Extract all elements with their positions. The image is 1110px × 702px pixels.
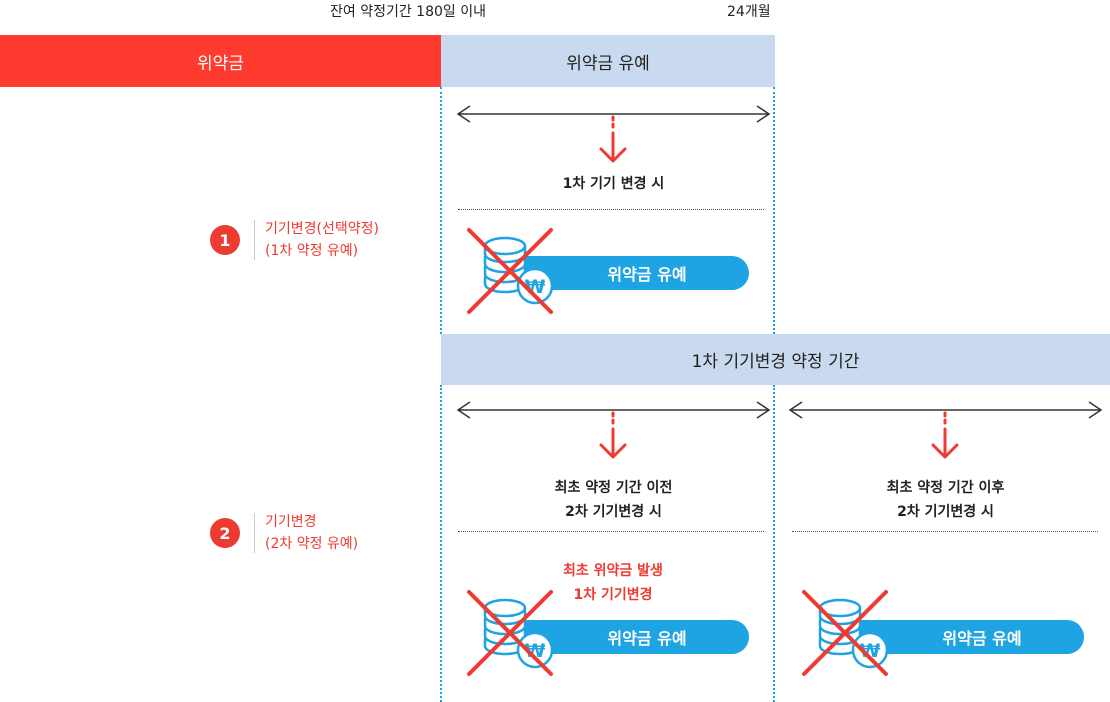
first-change-period-band: 1차 기기변경 약정 기간 — [441, 334, 1110, 385]
penalty-grace-band-label: 위약금 유예 — [566, 53, 650, 74]
label-divider — [254, 513, 255, 553]
label-divider — [254, 220, 255, 260]
step-number-badge: 2 — [210, 518, 240, 548]
double-arrow-icon — [456, 401, 771, 419]
penalty-grace-card-1: 위약금 유예 ₩ — [465, 226, 755, 318]
row-1-label: 1 기기변경(선택약정) (1차 약정 유예) — [210, 218, 379, 262]
penalty-grace-card-3: 위약금 유예 ₩ — [800, 588, 1090, 680]
double-arrow-icon — [788, 401, 1103, 419]
separator-line — [458, 209, 764, 210]
crossed-coins-icon: ₩ — [467, 228, 554, 314]
crossed-coins-icon: ₩ — [802, 590, 889, 676]
step-number-badge: 1 — [210, 225, 240, 255]
won-icon: ₩ — [860, 640, 881, 662]
first-change-step-text: 1차 기기 변경 시 — [562, 176, 665, 192]
down-arrow-icon — [599, 115, 627, 163]
remaining-period-label: 잔여 약정기간 180일 이내 — [330, 4, 486, 20]
row-1-label-line1: 기기변경(선택약정) — [265, 221, 379, 237]
before-original-period-step-text: 최초 약정 기간 이전 2차 기기변경 시 — [554, 480, 673, 520]
first-change-period-band-label: 1차 기기변경 약정 기간 — [691, 352, 860, 372]
penalty-grace-pill: 위약금 유예 — [525, 620, 749, 654]
down-arrow-icon — [599, 411, 627, 459]
divider-right-upper — [773, 87, 775, 334]
months-label: 24개월 — [727, 4, 771, 20]
won-icon: ₩ — [525, 640, 546, 662]
penalty-grace-pill: 위약금 유예 — [525, 256, 749, 290]
divider-middle-lower — [773, 385, 775, 702]
penalty-grace-card-2: 위약금 유예 ₩ — [465, 588, 755, 680]
divider-left-upper — [440, 87, 442, 334]
row-1-label-line2: (1차 약정 유예) — [265, 243, 359, 259]
penalty-grace-band: 위약금 유예 — [441, 35, 775, 87]
penalty-band: 위약금 — [0, 35, 441, 87]
row-2-label: 2 기기변경 (2차 약정 유예) — [210, 511, 358, 555]
after-original-period-step-text: 최초 약정 기간 이후 2차 기기변경 시 — [886, 480, 1005, 520]
separator-line — [792, 531, 1098, 532]
double-arrow-icon — [456, 105, 771, 123]
row-2-label-line1: 기기변경 — [265, 514, 317, 530]
original-penalty-note: 최초 위약금 발생 1차 기기변경 — [563, 563, 663, 603]
row-2-label-line2: (2차 약정 유예) — [265, 536, 359, 552]
separator-line — [458, 531, 764, 532]
penalty-grace-pill: 위약금 유예 — [860, 620, 1084, 654]
down-arrow-icon — [931, 411, 959, 459]
penalty-band-label: 위약금 — [197, 53, 244, 74]
divider-left-lower — [440, 385, 442, 702]
crossed-coins-icon: ₩ — [467, 590, 554, 676]
